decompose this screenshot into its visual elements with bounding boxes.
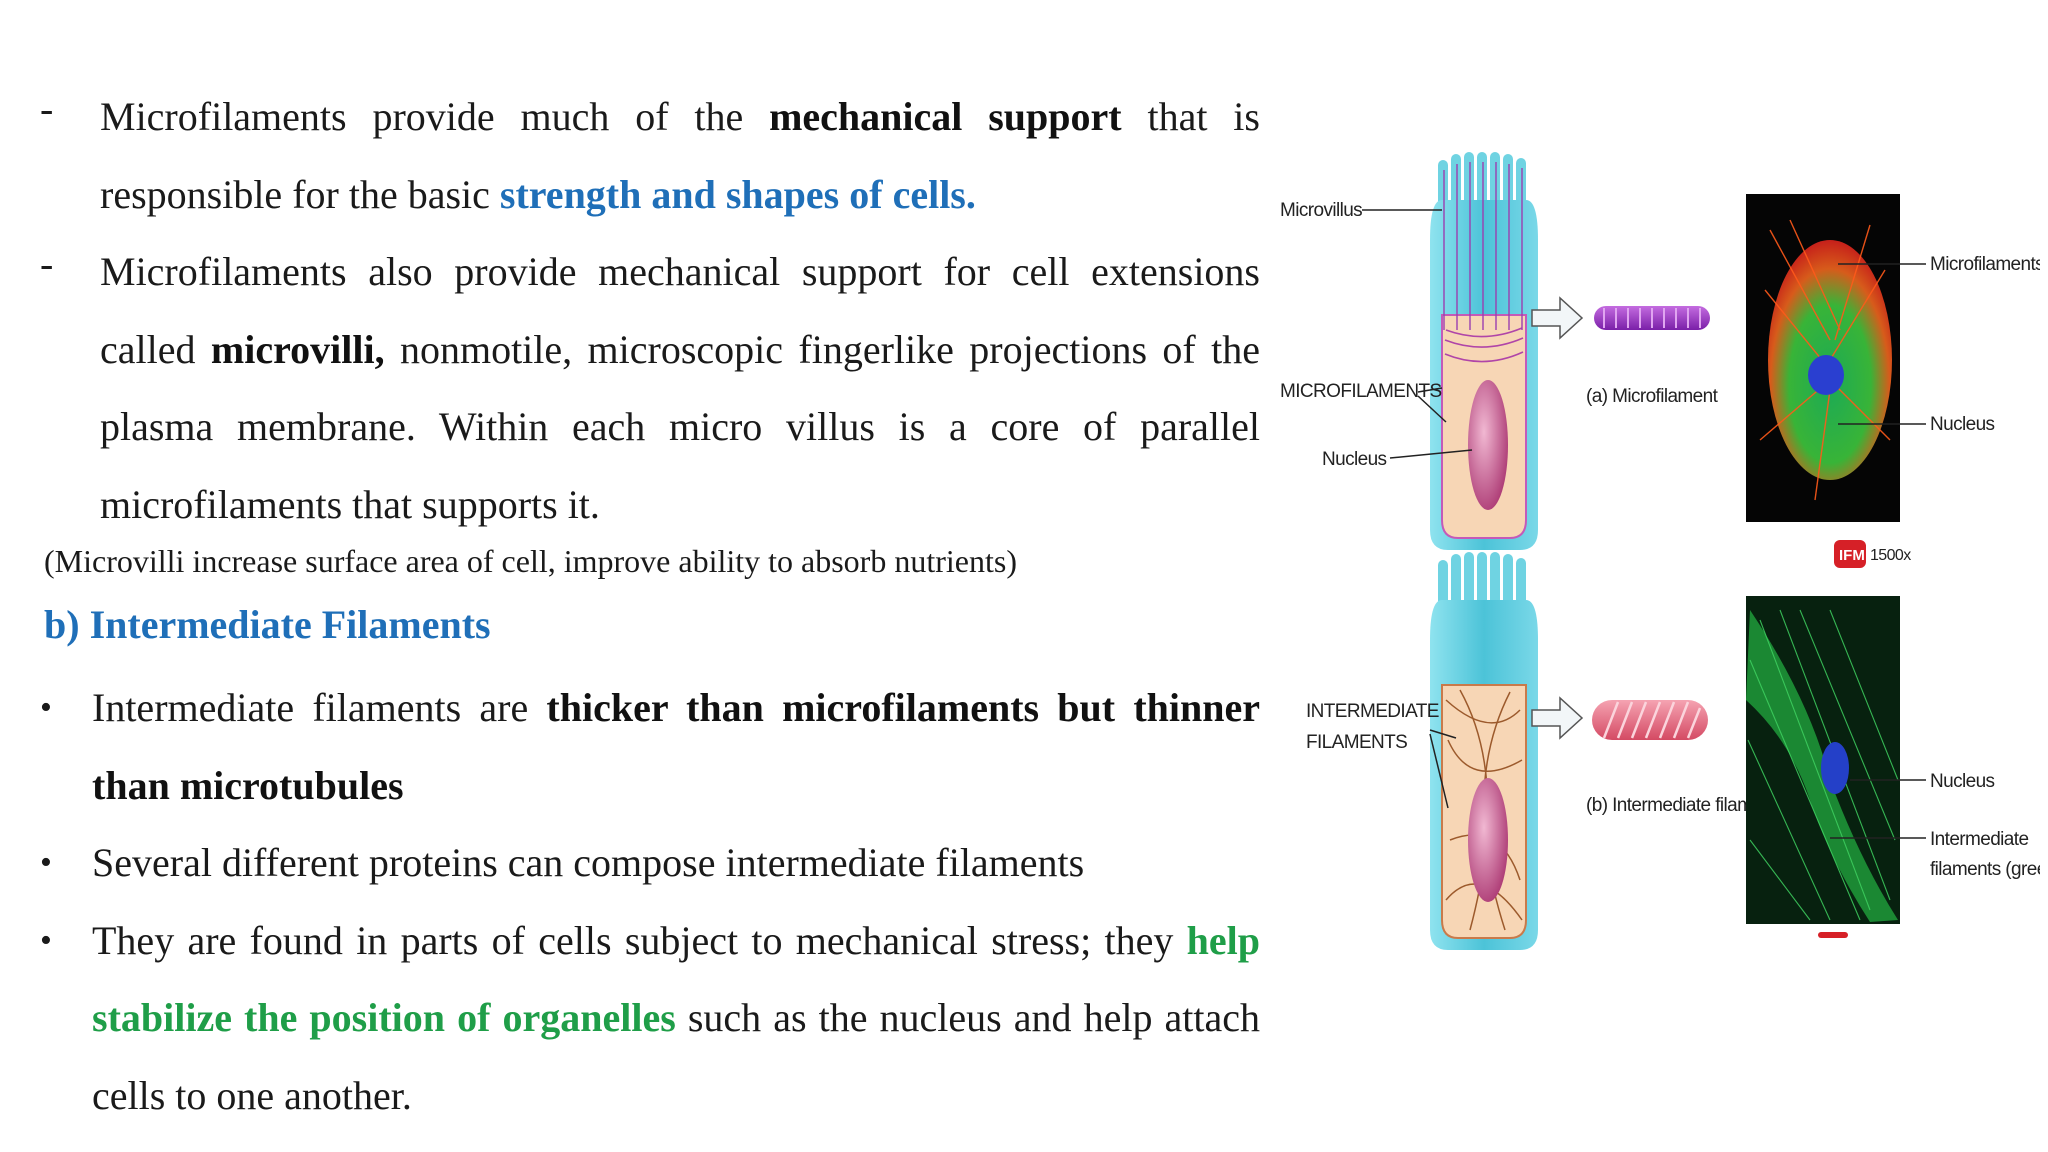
bullet-mechanical-stress: • They are found in parts of cells subje… [40, 902, 1260, 1135]
label-intermediate-line1: INTERMEDIATE [1306, 701, 1439, 722]
dash-marker: - [40, 86, 54, 131]
label-microfilaments-right: Microfilaments [1930, 254, 2040, 275]
microfilament-coil [1594, 306, 1710, 330]
text-run: that is responsible for the basic [100, 94, 1260, 217]
paragraph-microfilament-support: - Microfilaments provide much of the mec… [40, 78, 1260, 233]
dash-marker: - [40, 241, 54, 286]
bullet-proteins: • Several different proteins can compose… [40, 824, 1260, 902]
text-run: such as the nucleus and help attach cell… [92, 995, 1261, 1118]
highlight-strength-shapes: strength and shapes of cells. [499, 171, 976, 217]
cytoskeleton-figure: Microvillus MICROFILAMENTS Nucleus (a) M… [1280, 152, 2040, 950]
label-if-green-line1: Intermediate [1930, 829, 2028, 850]
micrograph-intermediate-filaments [1746, 596, 1900, 924]
paragraph-microvilli: - Microfilaments also provide mechanical… [40, 233, 1260, 543]
slide-text: - Microfilaments provide much of the mec… [40, 78, 1260, 1134]
bold-microvilli: microvilli, [210, 326, 385, 372]
caption-intermediate-filament: (b) Intermediate filament [1586, 795, 1778, 816]
bold-mechanical-support: mechanical support [769, 94, 1122, 139]
label-nucleus-right-top: Nucleus [1930, 414, 1995, 435]
ifm-label: IFM [1839, 547, 1865, 564]
label-intermediate-line2: FILAMENTS [1306, 732, 1407, 753]
nucleus-shape [1468, 380, 1508, 510]
text-run: Intermediate filaments are [92, 685, 547, 730]
bullet-marker: • [40, 689, 52, 726]
arrow-icon [1531, 296, 1584, 340]
micrograph-microfilaments [1746, 194, 1900, 522]
microvilli-note: (Microvilli increase surface area of cel… [44, 543, 1017, 579]
text-run: nonmotile, microscopic fingerlike projec… [100, 326, 1260, 527]
text-run: They are found in parts of cells subject… [92, 917, 1187, 963]
section-heading: b) Intermediate Filaments [44, 602, 491, 647]
red-badge-partial [1818, 932, 1848, 938]
bold-thickness: thicker than microfilaments but thinner … [92, 685, 1260, 808]
text-run: Several different proteins can compose i… [92, 840, 1085, 885]
text-run: Microfilaments provide much of the [100, 94, 770, 139]
bullet-marker: • [40, 921, 52, 959]
highlight-stabilize-organelles: help stabilize the position of organelle… [92, 917, 1260, 1041]
label-if-green-line2: filaments (green) [1930, 859, 2040, 880]
caption-microfilament: (a) Microfilament [1586, 386, 1719, 407]
ifm-badge [1834, 540, 1866, 568]
cell-intermediate-filaments [1430, 552, 1538, 950]
bullet-thickness: • Intermediate filaments are thicker tha… [40, 669, 1260, 824]
text-run: Microfilaments also provide mechanical s… [100, 249, 1260, 372]
label-nucleus-left: Nucleus [1322, 449, 1387, 470]
bullet-marker: • [40, 844, 52, 881]
intermediate-filament-rope [1592, 700, 1708, 740]
label-microfilaments-upper: MICROFILAMENTS [1280, 381, 1442, 402]
label-nucleus-right-bottom: Nucleus [1930, 771, 1995, 792]
label-microvillus: Microvillus [1280, 200, 1362, 221]
label-magnification: 1500x [1870, 547, 1911, 564]
cell-microfilaments [1430, 152, 1538, 550]
